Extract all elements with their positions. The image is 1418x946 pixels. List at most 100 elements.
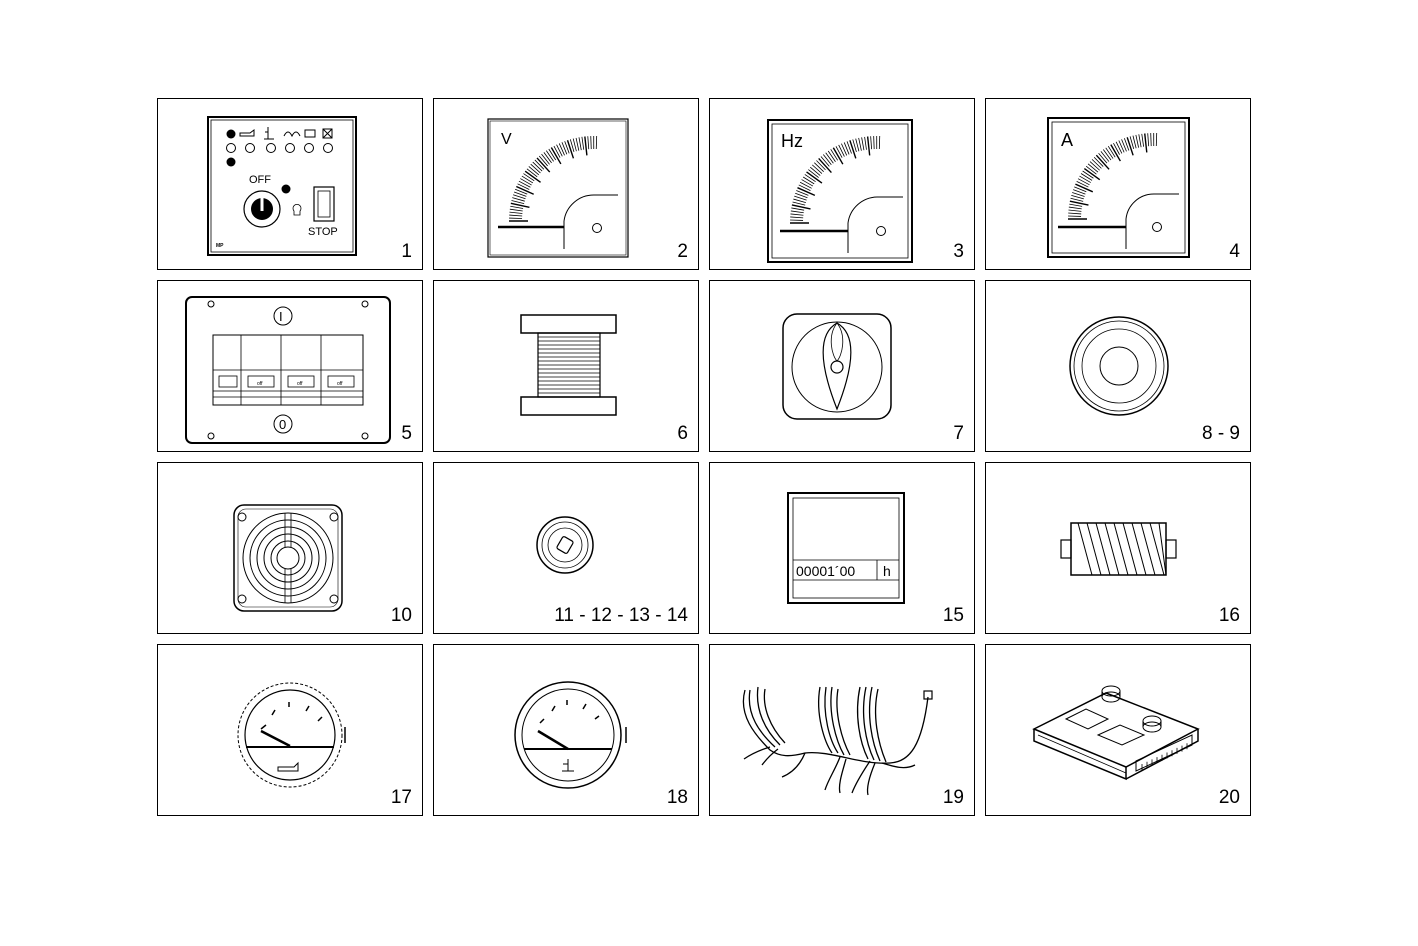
scale-tick [835, 146, 843, 158]
part-6-wire-spool: 6 [433, 280, 699, 452]
item-number-3: 3 [953, 241, 964, 262]
scale-tick [524, 170, 541, 183]
scale-tick [1141, 133, 1145, 147]
item-number-10: 10 [390, 605, 412, 626]
scale-tick [1077, 178, 1090, 186]
scale-tick [509, 214, 523, 217]
scale-tick [804, 174, 816, 183]
scale-tick [1082, 170, 1094, 179]
temperature-gauge-drawing [514, 681, 627, 789]
scale-tick [1087, 163, 1099, 173]
scale-tick [1083, 167, 1101, 181]
scale-tick [790, 210, 804, 214]
part-10-speaker-grille: 10 [157, 462, 423, 634]
ammeter-unit: A [1061, 130, 1073, 150]
buzzer-drawing [1069, 316, 1169, 416]
scale-tick [569, 139, 575, 152]
scale-tick [794, 195, 807, 201]
brand-label: MP [216, 243, 224, 249]
scale-tick [1126, 137, 1134, 156]
scale-tick [858, 137, 862, 151]
scale-tick [517, 183, 530, 190]
scale-tick [584, 136, 588, 156]
resistor-winding [1158, 522, 1167, 576]
scale-tick [1070, 197, 1084, 202]
scale-tick [518, 180, 531, 188]
item-number-11-14: 11 - 12 - 13 - 14 [554, 605, 688, 626]
scale-tick [1069, 203, 1083, 207]
resistor-drawing [1060, 522, 1177, 576]
item-number-1: 1 [401, 241, 412, 262]
scale-tick [792, 201, 806, 206]
scale-tick [536, 157, 551, 173]
resistor-winding [1140, 522, 1156, 576]
scale-tick [1102, 149, 1112, 161]
scale-tick [846, 141, 852, 154]
item-number-16: 16 [1218, 605, 1240, 626]
hour-counter-drawing: 00001´00 h [787, 492, 905, 604]
item-number-4: 4 [1229, 241, 1240, 262]
frequency-meter-unit: Hz [781, 131, 803, 151]
part-1-control-panel: OFF STOP MP 1 [157, 98, 423, 270]
scale-tick [1123, 138, 1130, 151]
scale-tick [811, 164, 823, 174]
scale-tick [520, 178, 532, 186]
frequency-meter-drawing: Hz [767, 119, 913, 263]
scale-tick [1069, 200, 1089, 206]
voltmeter-drawing: V [487, 118, 629, 258]
scale-tick [513, 191, 527, 197]
on-symbol: I [279, 309, 283, 324]
resistor-winding [1122, 522, 1138, 576]
scale-tick [827, 150, 836, 162]
breaker-label-2: off [297, 381, 303, 387]
part-7-rotary-switch: 7 [709, 280, 975, 452]
scale-tick [553, 145, 561, 158]
part-17-oil-pressure-gauge: 17 [157, 644, 423, 816]
scale-tick [861, 137, 865, 151]
scale-tick [1093, 156, 1104, 167]
scale-tick [1091, 159, 1102, 169]
part-20-control-module: 20 [985, 644, 1251, 816]
scale-tick [515, 188, 528, 195]
item-number-6: 6 [677, 423, 688, 444]
scale-tick [1072, 192, 1085, 197]
scale-tick [866, 136, 871, 156]
scale-tick [509, 208, 523, 212]
wire-spool-drawing [520, 314, 617, 416]
resistor-winding [1131, 522, 1147, 576]
breaker-label-1: off [257, 381, 263, 387]
scale-tick [870, 136, 872, 150]
scale-tick [1147, 133, 1150, 147]
scale-tick [532, 161, 543, 172]
scale-tick [1095, 154, 1110, 170]
scale-tick [793, 198, 806, 204]
scale-tick [558, 143, 565, 156]
scale-tick [855, 138, 860, 152]
scale-tick [550, 147, 562, 165]
scale-tick [1068, 209, 1082, 212]
scale-tick [1113, 142, 1120, 155]
scale-tick [1071, 194, 1084, 200]
scale-tick [1144, 133, 1148, 153]
resistor-winding [1104, 522, 1120, 576]
scale-tick [791, 207, 805, 211]
scale-tick [810, 166, 821, 176]
scale-tick [814, 162, 824, 172]
scale-tick [1089, 161, 1100, 171]
scale-tick [1068, 212, 1082, 215]
scale-tick [796, 190, 809, 196]
scale-tick [864, 136, 867, 150]
scale-tick [548, 148, 557, 161]
scale-tick [581, 136, 585, 150]
control-panel-drawing: OFF STOP MP [207, 116, 357, 256]
key-switch-drawing [536, 516, 594, 574]
scale-tick [516, 185, 534, 195]
hour-counter-display: 00001´00 [796, 563, 855, 579]
scale-tick [797, 187, 816, 197]
scale-tick [538, 155, 548, 167]
part-4-ammeter: A 4 [985, 98, 1251, 270]
scale-tick [1080, 173, 1093, 181]
scale-tick [822, 154, 832, 166]
scale-tick [510, 202, 530, 208]
voltmeter-unit: V [501, 131, 512, 148]
